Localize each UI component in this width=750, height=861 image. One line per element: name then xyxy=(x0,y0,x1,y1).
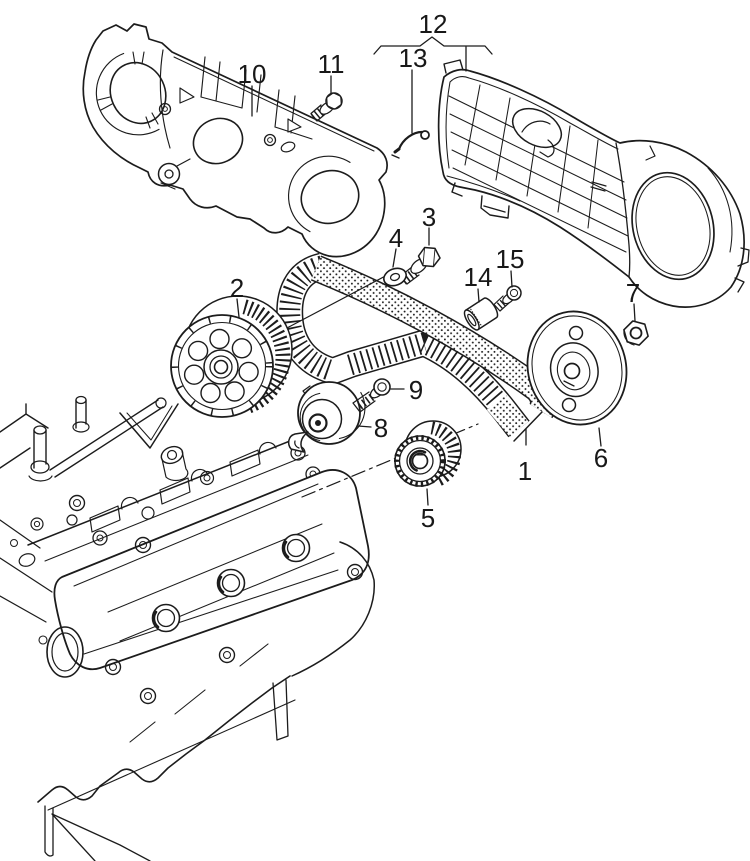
engine-block xyxy=(0,395,375,861)
sleeve-14 xyxy=(463,297,499,331)
retaining-clip xyxy=(391,130,430,159)
part-label-15: 15 xyxy=(496,244,525,274)
bolt-3 xyxy=(399,246,441,285)
callout-numbers: 1 2 3 4 5 6 7 8 9 10 11 12 13 14 15 xyxy=(230,9,640,533)
leader-line-14 xyxy=(477,288,480,303)
nut-7 xyxy=(623,320,649,346)
bolt-9 xyxy=(352,378,391,413)
leader-line-6 xyxy=(598,427,602,447)
part-label-11: 11 xyxy=(318,49,345,79)
leader-line-5 xyxy=(426,488,429,506)
inner-timing-cover xyxy=(82,23,388,258)
leader-line-bolt-to-gear xyxy=(267,271,394,339)
part-label-5: 5 xyxy=(421,503,435,533)
part-label-8: 8 xyxy=(374,413,388,443)
leader-line-8 xyxy=(357,425,372,428)
part-label-10: 10 xyxy=(238,59,267,89)
part-label-13: 13 xyxy=(399,43,428,73)
part-label-6: 6 xyxy=(594,443,608,473)
part-label-14: 14 xyxy=(464,262,493,292)
bolt-11 xyxy=(310,92,343,122)
crankshaft-gear xyxy=(301,420,479,498)
bolt-bosses xyxy=(68,494,364,705)
part-label-7: 7 xyxy=(626,278,640,308)
leader-line-4 xyxy=(392,248,397,268)
leader-line-2 xyxy=(236,298,240,318)
crankshaft-pulley xyxy=(526,310,628,426)
leader-line-15 xyxy=(510,270,513,288)
part-label-12: 12 xyxy=(419,9,448,39)
part-label-9: 9 xyxy=(409,375,423,405)
bolt-15 xyxy=(493,285,522,312)
part-label-4: 4 xyxy=(389,223,403,253)
camshaft-gear xyxy=(170,295,293,418)
outer-timing-cover xyxy=(437,59,750,308)
leader-line-7 xyxy=(633,303,636,322)
tensioner-roller xyxy=(287,381,366,453)
part-label-2: 2 xyxy=(230,273,244,303)
washer-4 xyxy=(383,267,407,287)
gear-lightening-holes xyxy=(183,328,259,404)
leader-lines xyxy=(236,36,636,506)
bracket-12 xyxy=(373,36,493,72)
part-label-1: 1 xyxy=(518,456,532,486)
valve-cover-ports xyxy=(151,533,311,633)
crankshaft-centerline xyxy=(301,423,479,498)
part-label-3: 3 xyxy=(422,202,436,232)
